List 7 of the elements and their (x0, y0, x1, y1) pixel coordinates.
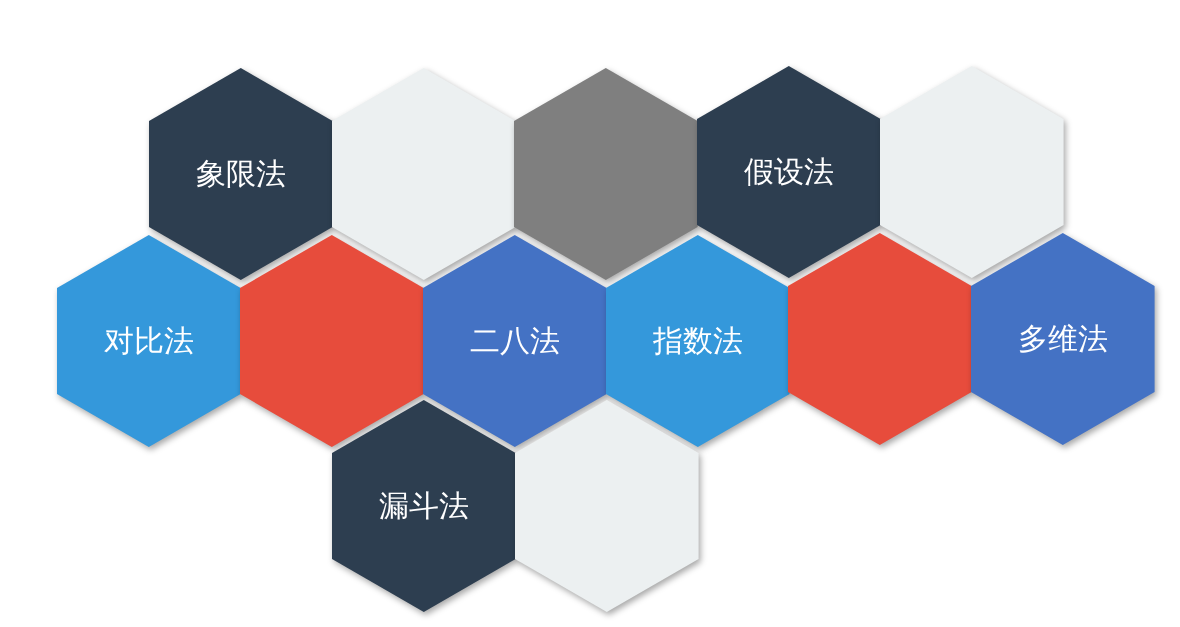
tile-label: 漏斗法 (379, 488, 469, 524)
tile-label: 象限法 (196, 156, 286, 192)
tile-label: 二八法 (470, 323, 560, 359)
tile-label: 指数法 (653, 323, 743, 359)
tile-label: 假设法 (744, 154, 834, 190)
tile-label: 多维法 (1018, 321, 1108, 357)
tile-label: 对比法 (104, 323, 194, 359)
